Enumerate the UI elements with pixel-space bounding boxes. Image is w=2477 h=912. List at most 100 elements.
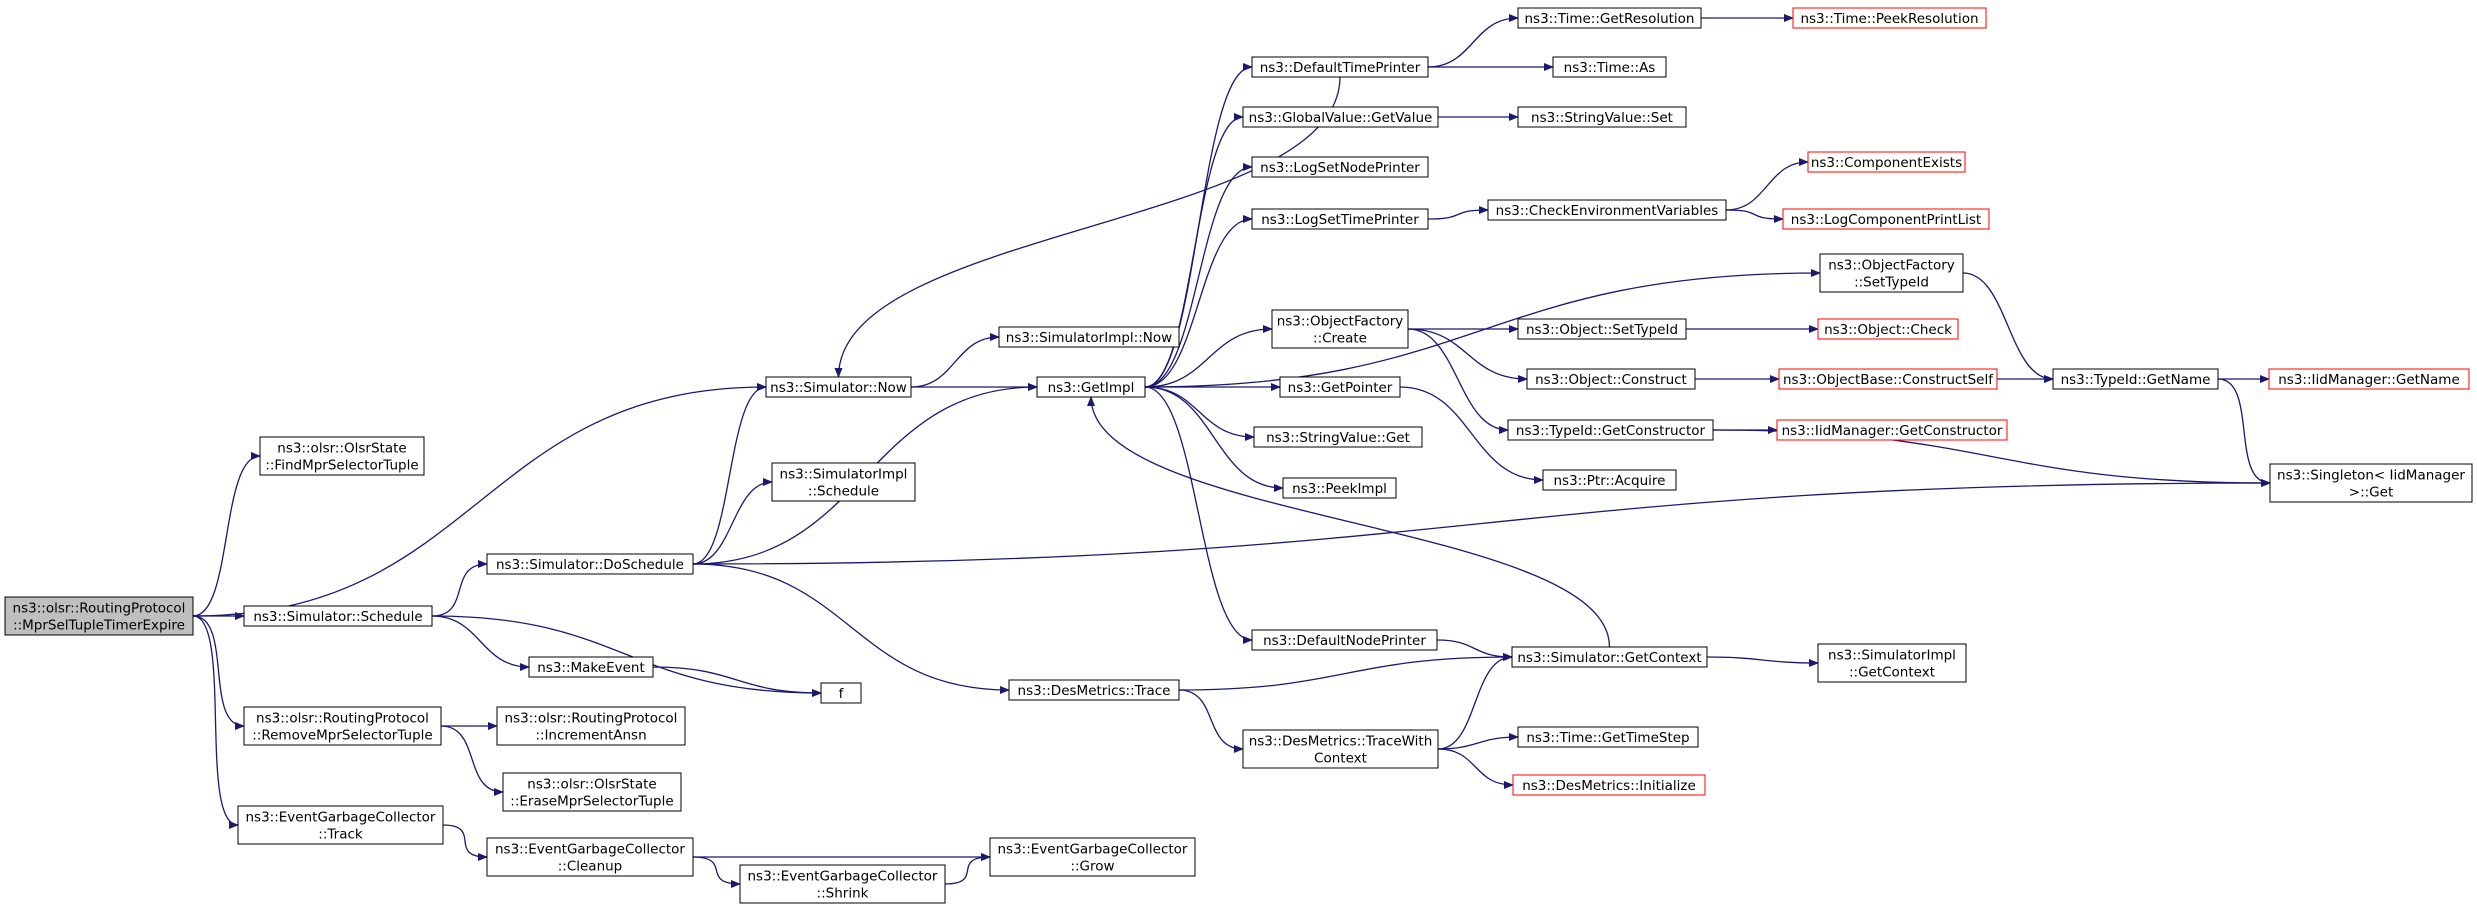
node-simnow[interactable]: ns3::Simulator::Now: [765, 376, 912, 398]
node-box[interactable]: [1253, 426, 1423, 448]
node-box[interactable]: [1817, 318, 1959, 340]
node-simgetcontext[interactable]: ns3::Simulator::GetContext: [1511, 646, 1708, 668]
node-egcshrink[interactable]: ns3::EventGarbageCollector::Shrink: [739, 864, 946, 904]
node-box[interactable]: [237, 805, 444, 845]
node-box[interactable]: [1251, 208, 1429, 230]
node-schedule[interactable]: ns3::Simulator::Schedule: [243, 605, 433, 627]
node-iidgetctor[interactable]: ns3::IidManager::GetConstructor: [1776, 419, 2008, 441]
node-box[interactable]: [820, 682, 862, 704]
node-box[interactable]: [1512, 774, 1706, 796]
node-erasempr[interactable]: ns3::olsr::OlsrState::EraseMprSelectorTu…: [502, 772, 682, 812]
node-box[interactable]: [2269, 463, 2473, 503]
node-box[interactable]: [1778, 368, 1998, 390]
node-iidgetname[interactable]: ns3::IidManager::GetName: [2268, 368, 2470, 390]
node-obconstructself[interactable]: ns3::ObjectBase::ConstructSelf: [1778, 368, 1998, 390]
node-getimpl[interactable]: ns3::GetImpl: [1036, 376, 1146, 398]
node-box[interactable]: [259, 436, 425, 476]
node-ofsettypeid[interactable]: ns3::ObjectFactory::SetTypeId: [1819, 253, 1964, 293]
node-box[interactable]: [1251, 156, 1429, 178]
node-deftimeprinter[interactable]: ns3::DefaultTimePrinter: [1251, 56, 1429, 78]
node-doschedule[interactable]: ns3::Simulator::DoSchedule: [486, 553, 694, 575]
node-box[interactable]: [989, 837, 1196, 877]
node-typeidgetname[interactable]: ns3::TypeId::GetName: [2052, 368, 2219, 390]
node-box[interactable]: [1242, 729, 1439, 769]
node-root[interactable]: ns3::olsr::RoutingProtocol::MprSelTupleT…: [4, 596, 194, 636]
node-box[interactable]: [502, 772, 682, 812]
node-box[interactable]: [1251, 56, 1429, 78]
node-objconstruct[interactable]: ns3::Object::Construct: [1526, 368, 1696, 390]
node-getpointer[interactable]: ns3::GetPointer: [1279, 376, 1401, 398]
node-timepeekres[interactable]: ns3::Time::PeekResolution: [1792, 7, 1987, 29]
node-ofcreate[interactable]: ns3::ObjectFactory::Create: [1271, 309, 1409, 349]
node-box[interactable]: [2268, 368, 2470, 390]
node-box[interactable]: [1792, 7, 1987, 29]
node-box[interactable]: [2052, 368, 2219, 390]
node-box[interactable]: [4, 596, 194, 636]
node-logcompprint[interactable]: ns3::LogComponentPrintList: [1782, 208, 1990, 230]
node-box[interactable]: [1542, 469, 1677, 491]
node-destrace[interactable]: ns3::DesMetrics::Trace: [1008, 679, 1180, 701]
node-box[interactable]: [739, 864, 946, 904]
node-box[interactable]: [496, 706, 686, 746]
node-box[interactable]: [1819, 253, 1964, 293]
node-box[interactable]: [1511, 646, 1708, 668]
node-box[interactable]: [528, 656, 654, 678]
node-box[interactable]: [1487, 199, 1727, 221]
node-defnodeprinter[interactable]: ns3::DefaultNodePrinter: [1251, 629, 1438, 651]
node-box[interactable]: [1282, 477, 1397, 499]
node-egccleanup[interactable]: ns3::EventGarbageCollector::Cleanup: [486, 837, 694, 877]
node-egcgrow[interactable]: ns3::EventGarbageCollector::Grow: [989, 837, 1196, 877]
node-singletonget[interactable]: ns3::Singleton< IidManager >::Get: [2269, 463, 2473, 503]
node-box[interactable]: [486, 553, 694, 575]
node-svset[interactable]: ns3::StringValue::Set: [1517, 106, 1687, 128]
node-box[interactable]: [998, 326, 1180, 348]
node-desinit[interactable]: ns3::DesMetrics::Initialize: [1512, 774, 1706, 796]
node-box[interactable]: [1279, 376, 1401, 398]
node-box[interactable]: [1271, 309, 1409, 349]
node-box[interactable]: [1817, 643, 1967, 683]
node-findmpr[interactable]: ns3::olsr::OlsrState::FindMprSelectorTup…: [259, 436, 425, 476]
node-logsetnode[interactable]: ns3::LogSetNodePrinter: [1251, 156, 1429, 178]
node-timegetstep[interactable]: ns3::Time::GetTimeStep: [1517, 726, 1699, 748]
node-box[interactable]: [1526, 368, 1696, 390]
node-box[interactable]: [1517, 726, 1699, 748]
node-box[interactable]: [1776, 419, 2008, 441]
node-egctrack[interactable]: ns3::EventGarbageCollector::Track: [237, 805, 444, 845]
node-timegetres[interactable]: ns3::Time::GetResolution: [1517, 7, 1702, 29]
node-box[interactable]: [1036, 376, 1146, 398]
node-box[interactable]: [1507, 419, 1714, 441]
node-f[interactable]: f: [820, 682, 862, 704]
node-peekimpl[interactable]: ns3::PeekImpl: [1282, 477, 1397, 499]
node-compexists[interactable]: ns3::ComponentExists: [1807, 151, 1966, 173]
node-objcheck[interactable]: ns3::Object::Check: [1817, 318, 1959, 340]
node-box[interactable]: [1552, 56, 1667, 78]
node-simimplgetctx[interactable]: ns3::SimulatorImpl::GetContext: [1817, 643, 1967, 683]
node-box[interactable]: [1008, 679, 1180, 701]
node-typeidgetctor[interactable]: ns3::TypeId::GetConstructor: [1507, 419, 1714, 441]
node-box[interactable]: [1807, 151, 1966, 173]
node-box[interactable]: [1782, 208, 1990, 230]
node-box[interactable]: [486, 837, 694, 877]
node-incansn[interactable]: ns3::olsr::RoutingProtocol::IncrementAns…: [496, 706, 686, 746]
node-logsettime[interactable]: ns3::LogSetTimePrinter: [1251, 208, 1429, 230]
node-simimplsched[interactable]: ns3::SimulatorImpl::Schedule: [771, 462, 916, 502]
node-box[interactable]: [1251, 629, 1438, 651]
node-makeevent[interactable]: ns3::MakeEvent: [528, 656, 654, 678]
node-box[interactable]: [1517, 7, 1702, 29]
node-checkenv[interactable]: ns3::CheckEnvironmentVariables: [1487, 199, 1727, 221]
node-box[interactable]: [765, 376, 912, 398]
node-box[interactable]: [1517, 318, 1687, 340]
node-box[interactable]: [243, 605, 433, 627]
node-box[interactable]: [1242, 106, 1439, 128]
node-simimplnow[interactable]: ns3::SimulatorImpl::Now: [998, 326, 1180, 348]
node-objsettypeid[interactable]: ns3::Object::SetTypeId: [1517, 318, 1687, 340]
node-gvgetvalue[interactable]: ns3::GlobalValue::GetValue: [1242, 106, 1439, 128]
node-timeas[interactable]: ns3::Time::As: [1552, 56, 1667, 78]
node-ptracquire[interactable]: ns3::Ptr::Acquire: [1542, 469, 1677, 491]
node-box[interactable]: [771, 462, 916, 502]
node-svget[interactable]: ns3::StringValue::Get: [1253, 426, 1423, 448]
node-box[interactable]: [1517, 106, 1687, 128]
node-removempr[interactable]: ns3::olsr::RoutingProtocol::RemoveMprSel…: [243, 706, 442, 746]
node-box[interactable]: [243, 706, 442, 746]
